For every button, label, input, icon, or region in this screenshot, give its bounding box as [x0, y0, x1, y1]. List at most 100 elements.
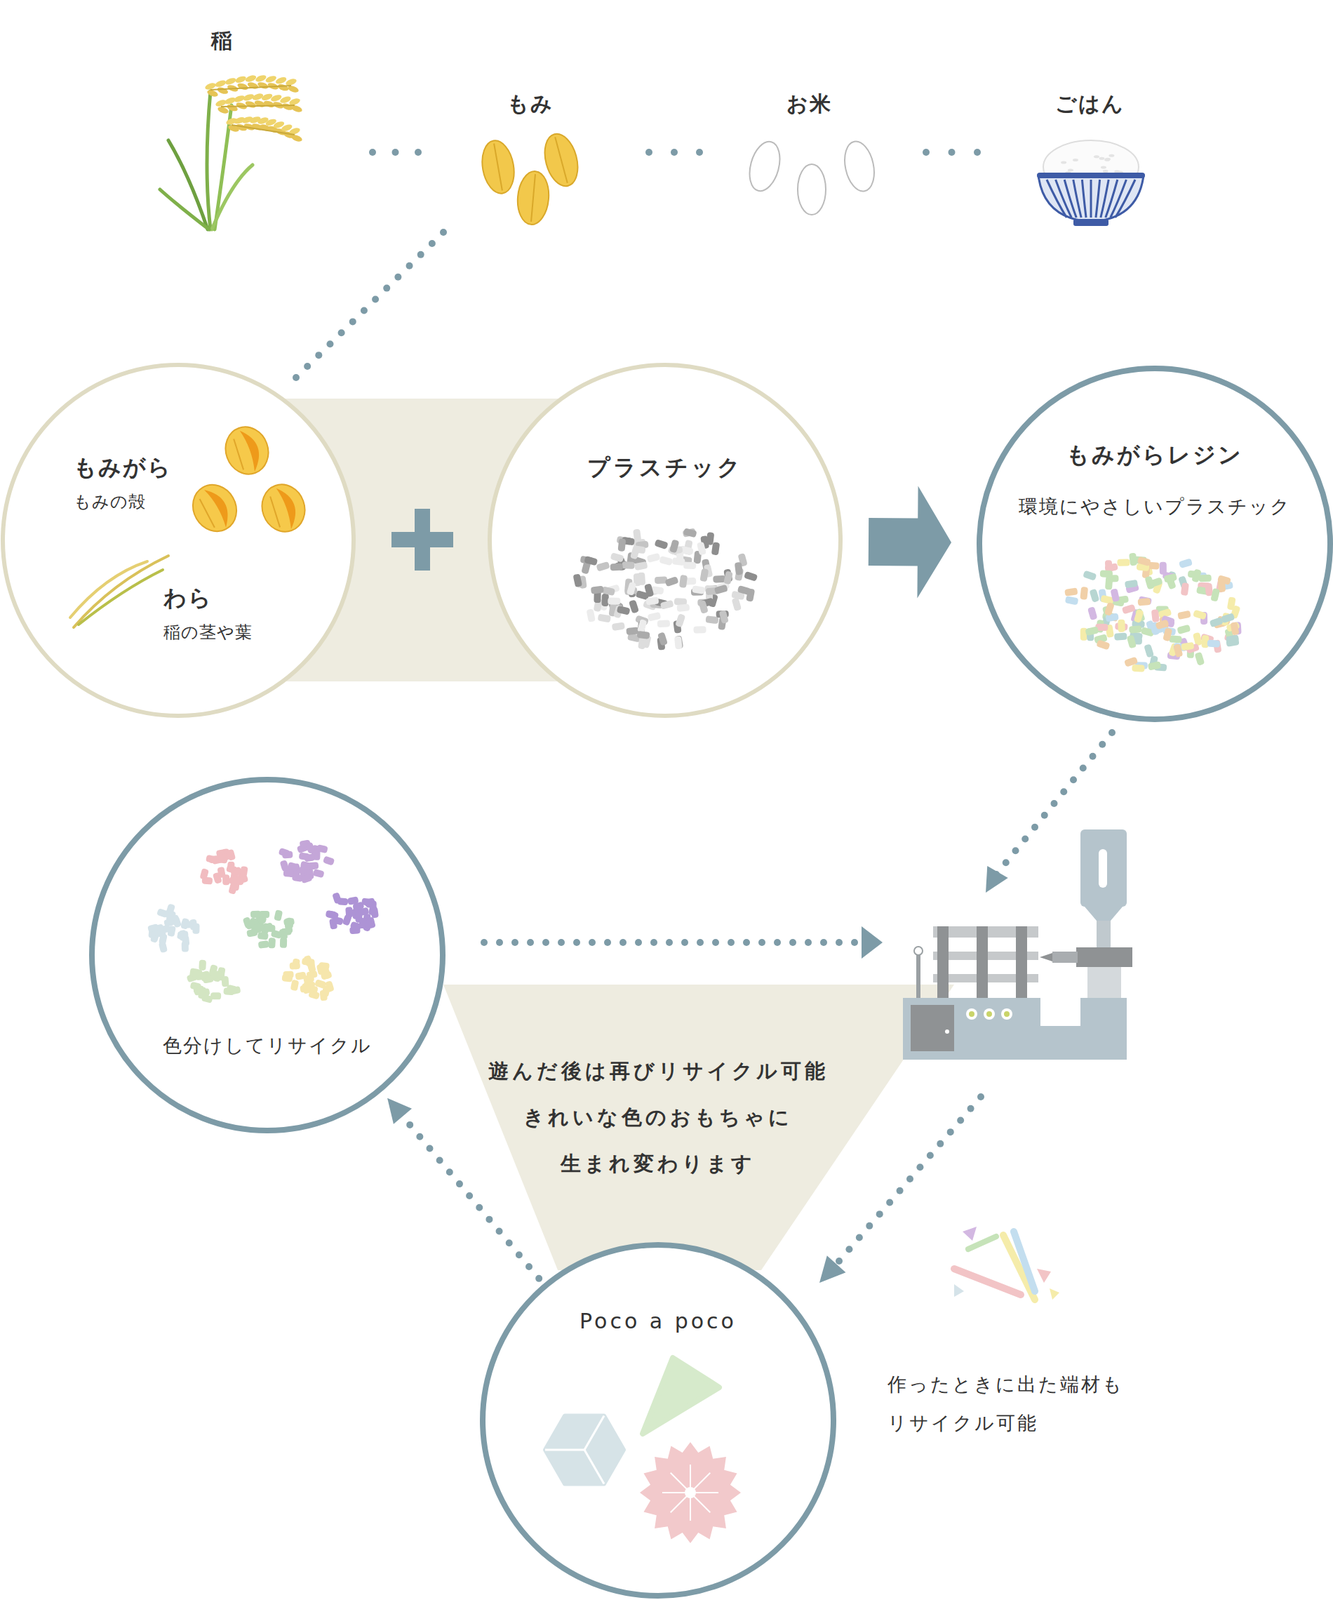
- circle-outline: [86, 773, 449, 1136]
- flow-dot: [977, 1093, 985, 1101]
- bowl-stripe: [1105, 179, 1118, 218]
- flow-dot: [967, 1104, 975, 1113]
- flow-dot: [496, 938, 504, 946]
- rice-grain: [224, 76, 238, 86]
- rice-grain: [253, 99, 267, 109]
- bowl-stripe: [1064, 179, 1077, 218]
- rice-stalk: [220, 105, 295, 107]
- flow-dot: [604, 938, 612, 946]
- rice-stem: [211, 164, 253, 230]
- rice-grain: [244, 74, 258, 84]
- bowl-foot: [1073, 218, 1109, 226]
- flow-dot: [926, 1151, 934, 1160]
- flow-dot: [916, 1163, 924, 1171]
- rice-grain: [235, 101, 248, 111]
- node-title: もみがら: [73, 453, 172, 481]
- machine-base-right: [1080, 997, 1127, 1060]
- flow-dot: [973, 148, 981, 156]
- rice-grain: [256, 80, 270, 90]
- rice-kernel: [840, 138, 879, 195]
- circle-outline: [484, 359, 847, 722]
- stage-label: お米: [786, 91, 833, 117]
- frame-post: [976, 926, 988, 1000]
- plus-bar: [391, 531, 454, 548]
- flow-dot: [588, 938, 596, 946]
- rice-grain: [234, 75, 247, 85]
- node-text: 環境にやさしいプラスチック: [1018, 495, 1291, 518]
- rice-grain: [270, 93, 283, 103]
- flow-dot: [542, 938, 550, 946]
- flow-dot: [1021, 835, 1029, 843]
- rice-grain: [258, 123, 272, 133]
- flow-dot: [835, 1257, 843, 1265]
- frame-low: [933, 973, 1039, 983]
- rice-grain: [249, 115, 262, 125]
- scrap-bit: [1049, 1288, 1060, 1300]
- flow-dot: [695, 148, 703, 156]
- molding-machine: [902, 829, 1133, 1060]
- flow-dot: [417, 251, 425, 259]
- control-light: [966, 1008, 978, 1020]
- momi-grain: [478, 138, 519, 196]
- bowl-stripe: [1095, 179, 1101, 218]
- bowl-stripe: [1046, 179, 1067, 218]
- bowl-stripe: [1100, 179, 1109, 218]
- circle-shape: [489, 364, 841, 716]
- rice-grain: [286, 84, 300, 94]
- flow-dot: [712, 938, 720, 946]
- momi-line: [493, 143, 503, 191]
- rice-grain: [272, 100, 285, 110]
- circle-shape: [979, 368, 1331, 720]
- rice-mound: [1043, 140, 1139, 194]
- bowl-stripe: [1081, 179, 1087, 218]
- rice-stem: [168, 140, 208, 230]
- process-circle: プラスチック: [484, 359, 847, 722]
- rice-speck: [1060, 160, 1067, 164]
- frame-post: [1015, 926, 1028, 1000]
- rice-grain: [232, 94, 246, 104]
- flow-dot: [557, 938, 565, 946]
- door-knob: [945, 1029, 950, 1034]
- machine-base-link: [1040, 1025, 1081, 1060]
- scrap-stick: [1003, 1234, 1035, 1300]
- flow-dot: [948, 148, 956, 156]
- flow-dot: [480, 938, 488, 946]
- rice-grain: [243, 122, 257, 132]
- flow-dot: [338, 329, 346, 337]
- rice-grain: [251, 92, 265, 102]
- rice-grain: [216, 105, 230, 116]
- flow-dot: [876, 1210, 884, 1218]
- barrel-tip: [1052, 951, 1078, 963]
- flow-dot: [851, 938, 859, 946]
- bowl-stripe: [1115, 179, 1136, 218]
- block-arrow-shape: [868, 486, 952, 599]
- flow-dot: [349, 317, 357, 325]
- flow-dot: [1060, 787, 1068, 795]
- flow-dot: [855, 1234, 863, 1242]
- rice-grain: [288, 126, 301, 136]
- feed-column: [1096, 920, 1111, 949]
- rice-grain: [223, 96, 237, 106]
- rice-grain: [254, 73, 268, 83]
- flow-dot: [383, 284, 391, 292]
- flow-dot: [1041, 811, 1049, 819]
- hopper: [1080, 829, 1127, 907]
- bowl-body: [1038, 175, 1144, 222]
- flow-dot: [406, 262, 414, 270]
- flow-dot: [511, 938, 519, 946]
- band-fill: [443, 984, 955, 1270]
- rice-speck: [1114, 170, 1120, 174]
- flow-dot: [428, 239, 436, 247]
- circle-outline: [0, 359, 360, 722]
- momi-line: [531, 173, 536, 222]
- control-light-core: [968, 1010, 975, 1017]
- scrap-bit: [1036, 1268, 1051, 1283]
- rice-grain: [242, 92, 255, 102]
- plus-sign: [391, 508, 454, 571]
- bowl-stripe: [1055, 179, 1073, 218]
- rice-grain: [232, 115, 246, 125]
- flow-dot: [1108, 728, 1116, 736]
- rod-knob: [914, 946, 923, 955]
- rice-grain: [275, 126, 288, 137]
- circle-shape: [482, 1244, 834, 1596]
